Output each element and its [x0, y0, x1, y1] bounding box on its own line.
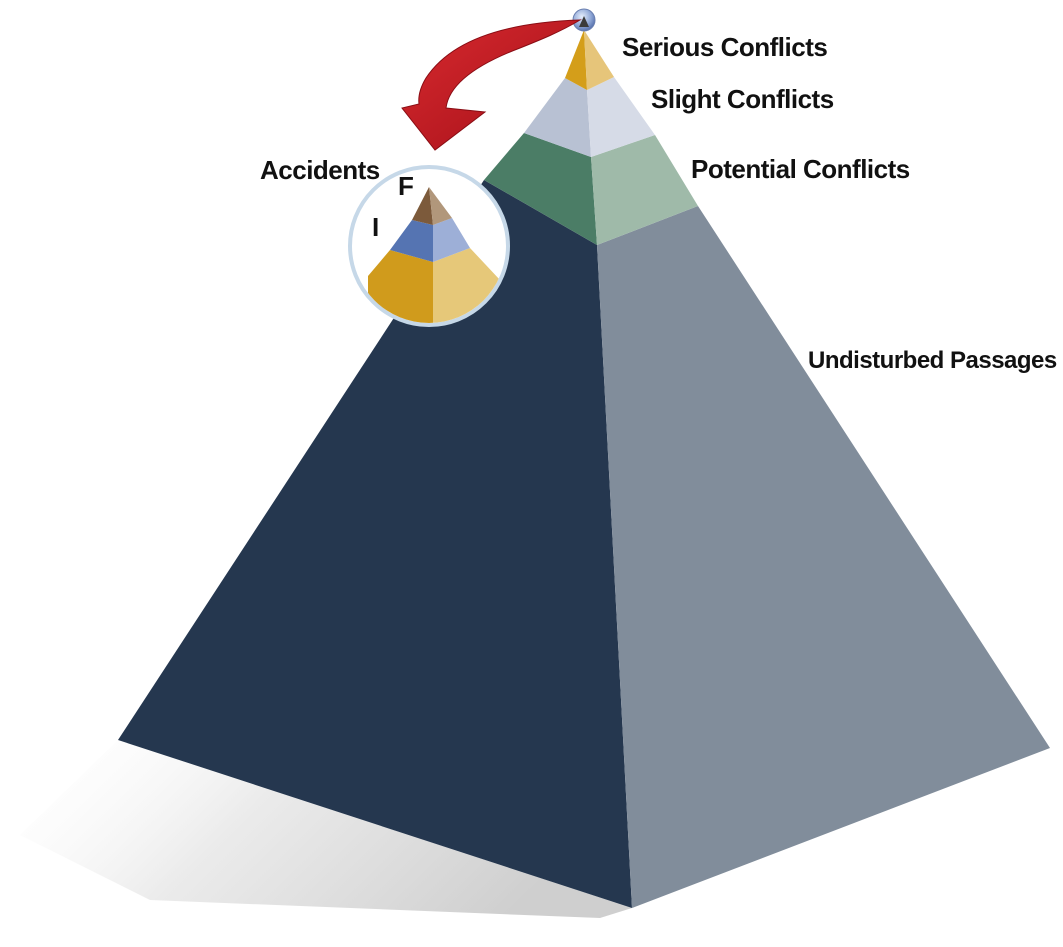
undisturbed-right-face	[597, 206, 1050, 908]
label-accidents: Accidents	[260, 155, 380, 185]
slight-left-face	[524, 78, 591, 157]
apex-tip	[579, 16, 589, 27]
accident-fatal-right	[429, 187, 452, 225]
curved-arrow	[401, 19, 582, 151]
serious-right-face	[584, 30, 614, 90]
serious-left-face	[565, 30, 587, 90]
accident-injury-left	[390, 220, 433, 262]
label-slight-conflicts: Slight Conflicts	[651, 84, 834, 114]
label-potential-conflicts: Potential Conflicts	[691, 154, 910, 184]
potential-right-face	[591, 135, 698, 245]
slight-right-face	[587, 77, 655, 157]
undisturbed-left-face	[118, 180, 632, 908]
pyramid-shadow	[20, 740, 632, 918]
inset-side-letter: I	[372, 212, 379, 242]
label-serious-conflicts: Serious Conflicts	[622, 32, 827, 62]
label-undisturbed-passages: Undisturbed Passages	[808, 347, 1057, 374]
accident-injury-right	[433, 218, 470, 262]
inset-top-letter: F	[398, 171, 413, 201]
accidents-inset: F I	[348, 165, 510, 327]
accident-fatal-left	[412, 187, 433, 225]
potential-left-face	[484, 133, 597, 245]
